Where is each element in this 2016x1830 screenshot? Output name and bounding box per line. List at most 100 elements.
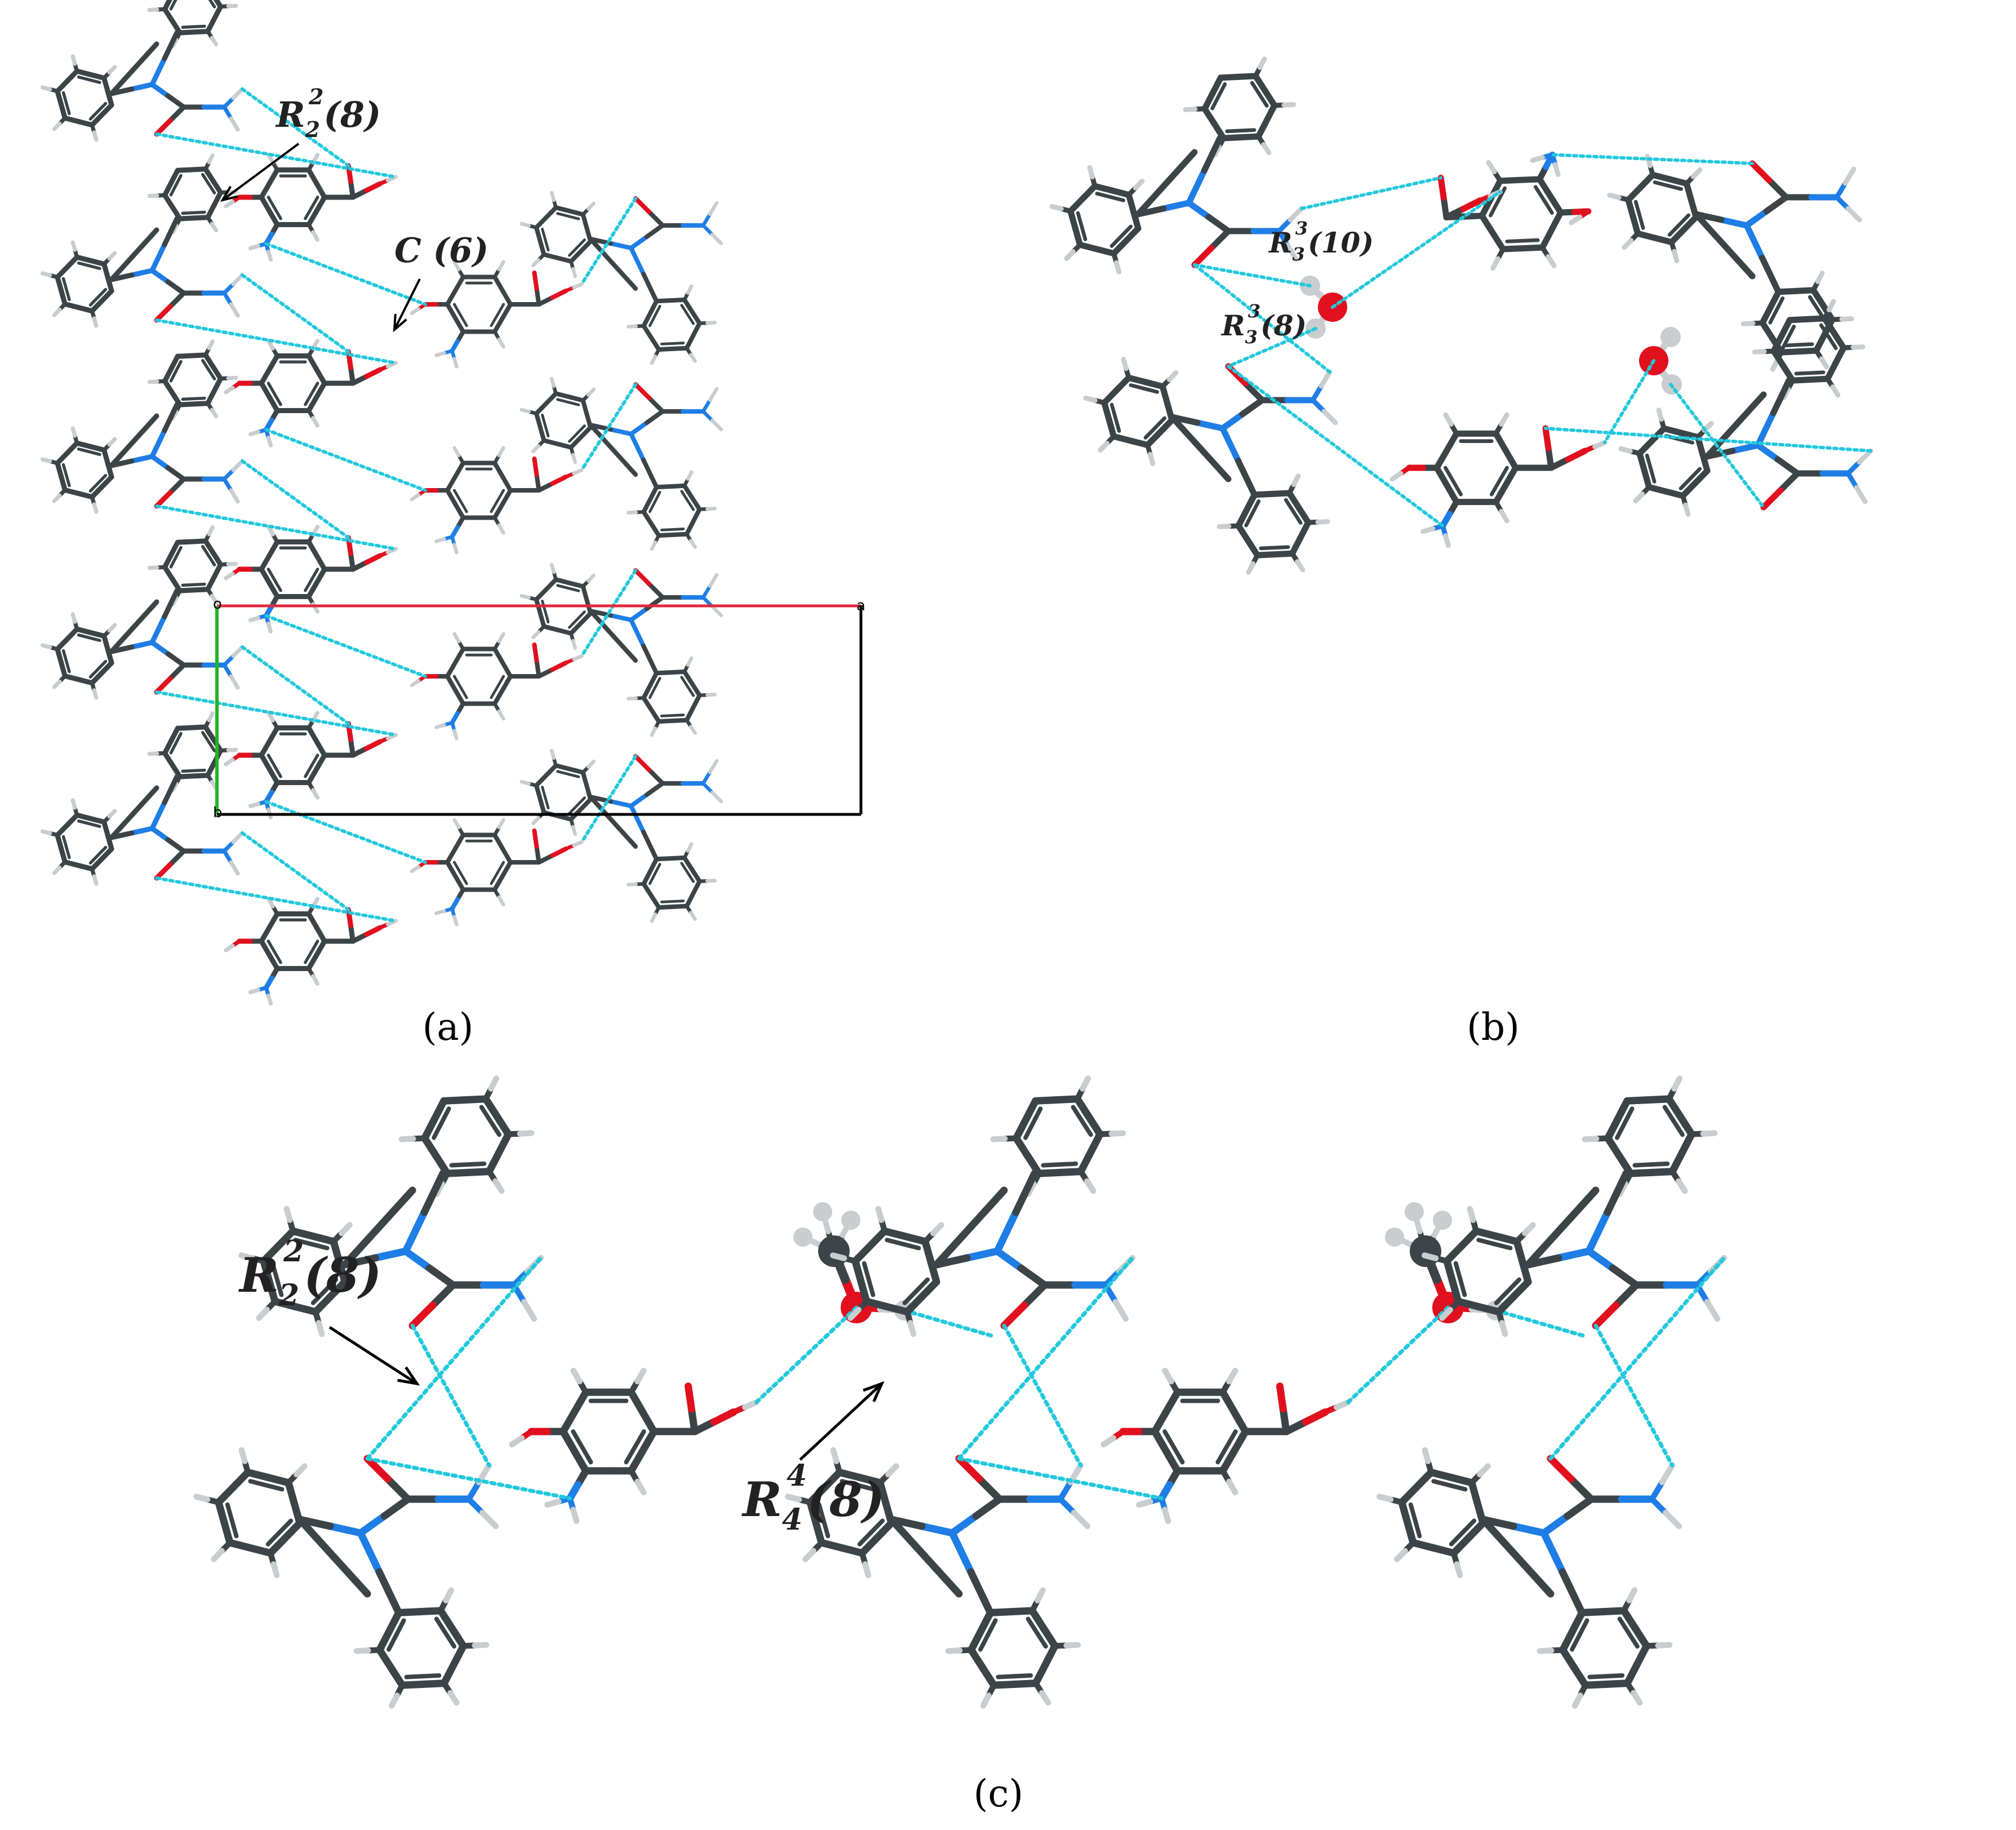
bond-half bbox=[1460, 1518, 1477, 1535]
bond-half bbox=[154, 862, 173, 881]
bond-half bbox=[314, 566, 327, 586]
bond-half bbox=[231, 831, 245, 844]
bond-half bbox=[611, 447, 638, 477]
bond-half bbox=[1147, 451, 1156, 466]
bond-half bbox=[1321, 409, 1338, 426]
bond-half bbox=[129, 454, 155, 464]
hydrogen-bond bbox=[957, 1256, 1135, 1461]
bond-half bbox=[686, 470, 694, 481]
bond-half bbox=[1499, 1320, 1508, 1337]
bond-half bbox=[224, 571, 235, 581]
bond-half bbox=[519, 221, 531, 228]
bond-half bbox=[1854, 485, 1868, 504]
bond-half bbox=[586, 573, 596, 583]
bond-half bbox=[490, 871, 499, 885]
bond-half bbox=[306, 208, 319, 227]
bond-half bbox=[107, 809, 117, 819]
bond-half bbox=[627, 882, 638, 887]
bond-half bbox=[690, 867, 702, 884]
bond-half bbox=[519, 779, 531, 786]
bond-half bbox=[1095, 192, 1112, 199]
bond-half bbox=[689, 725, 697, 735]
bond-half bbox=[575, 238, 586, 249]
bond-half bbox=[1171, 1444, 1185, 1465]
bond-half bbox=[571, 1429, 584, 1450]
bond-half bbox=[1071, 1509, 1091, 1530]
arrow-r44-8 bbox=[799, 1383, 883, 1461]
bond-half bbox=[109, 252, 137, 282]
bond-half bbox=[92, 316, 99, 328]
bond-half bbox=[660, 900, 674, 903]
bond-half bbox=[1017, 1264, 1049, 1289]
bond-half bbox=[105, 88, 114, 108]
bond-half bbox=[1057, 1496, 1077, 1516]
bond-half bbox=[205, 202, 217, 220]
bond-half bbox=[394, 1618, 406, 1637]
bond-half bbox=[517, 1130, 535, 1137]
bond-half bbox=[559, 1428, 579, 1455]
bond-half bbox=[385, 361, 398, 369]
bond-half bbox=[131, 599, 159, 630]
bond-half bbox=[363, 181, 383, 193]
bond-half bbox=[1333, 1399, 1351, 1411]
bond-half bbox=[229, 674, 240, 690]
bond-half bbox=[689, 911, 697, 921]
bond-half bbox=[1422, 1447, 1431, 1464]
bond-half bbox=[1755, 442, 1781, 463]
motif-label-r33-8: R33(8) bbox=[1220, 300, 1307, 348]
caption-b: (b) bbox=[1467, 1005, 1520, 1049]
bond-half bbox=[348, 551, 356, 572]
bond-half bbox=[229, 302, 240, 318]
bond-half bbox=[1770, 377, 1792, 416]
bond-half bbox=[1076, 211, 1084, 228]
bond-half bbox=[314, 938, 327, 958]
bond-half bbox=[1437, 175, 1447, 201]
bond-half bbox=[510, 1268, 531, 1288]
bond-half bbox=[259, 938, 272, 958]
bond-half bbox=[1587, 1674, 1609, 1680]
bond-half bbox=[660, 342, 674, 345]
bond-half bbox=[1626, 1630, 1640, 1649]
bond-half bbox=[267, 754, 276, 768]
bond-half bbox=[532, 643, 539, 663]
bond-half bbox=[270, 1261, 279, 1282]
bond-half bbox=[1422, 1252, 1439, 1261]
bond-half bbox=[1623, 1661, 1641, 1687]
bond-half bbox=[375, 1568, 402, 1615]
caption-a: (a) bbox=[423, 1005, 474, 1049]
bond-half bbox=[660, 528, 674, 531]
bond-half bbox=[1749, 160, 1773, 184]
bond-half bbox=[410, 493, 420, 502]
bond-half bbox=[207, 153, 215, 165]
bond-half bbox=[532, 271, 539, 291]
bond-half bbox=[671, 528, 685, 531]
bond-half bbox=[1497, 466, 1509, 483]
bond-half bbox=[1537, 1647, 1555, 1654]
bond-half bbox=[453, 502, 465, 520]
bond-half bbox=[1454, 1561, 1463, 1579]
bond-half bbox=[572, 468, 584, 476]
bond-half bbox=[1522, 1222, 1536, 1237]
bond-half bbox=[544, 796, 550, 810]
bond-half bbox=[1216, 82, 1227, 99]
bond-half bbox=[887, 1516, 929, 1561]
bond-half bbox=[149, 800, 167, 831]
bond-half bbox=[496, 675, 505, 689]
bond-half bbox=[497, 818, 505, 830]
bond-half bbox=[927, 1258, 940, 1286]
hydrogen-bond bbox=[241, 273, 350, 353]
bond-half bbox=[741, 1399, 760, 1411]
bond-half bbox=[1536, 176, 1553, 200]
bond-half bbox=[710, 1408, 738, 1426]
bond-half bbox=[705, 321, 717, 325]
bond-half bbox=[490, 499, 499, 513]
bond-half bbox=[1732, 391, 1767, 429]
hydrogen-bond bbox=[241, 645, 350, 725]
bond-half bbox=[192, 396, 206, 401]
bond-half bbox=[1617, 1616, 1631, 1635]
bond-half bbox=[154, 118, 173, 137]
bond-half bbox=[1499, 508, 1509, 524]
bond-half bbox=[92, 874, 99, 886]
bond-half bbox=[869, 1518, 885, 1535]
bond-half bbox=[609, 241, 633, 250]
